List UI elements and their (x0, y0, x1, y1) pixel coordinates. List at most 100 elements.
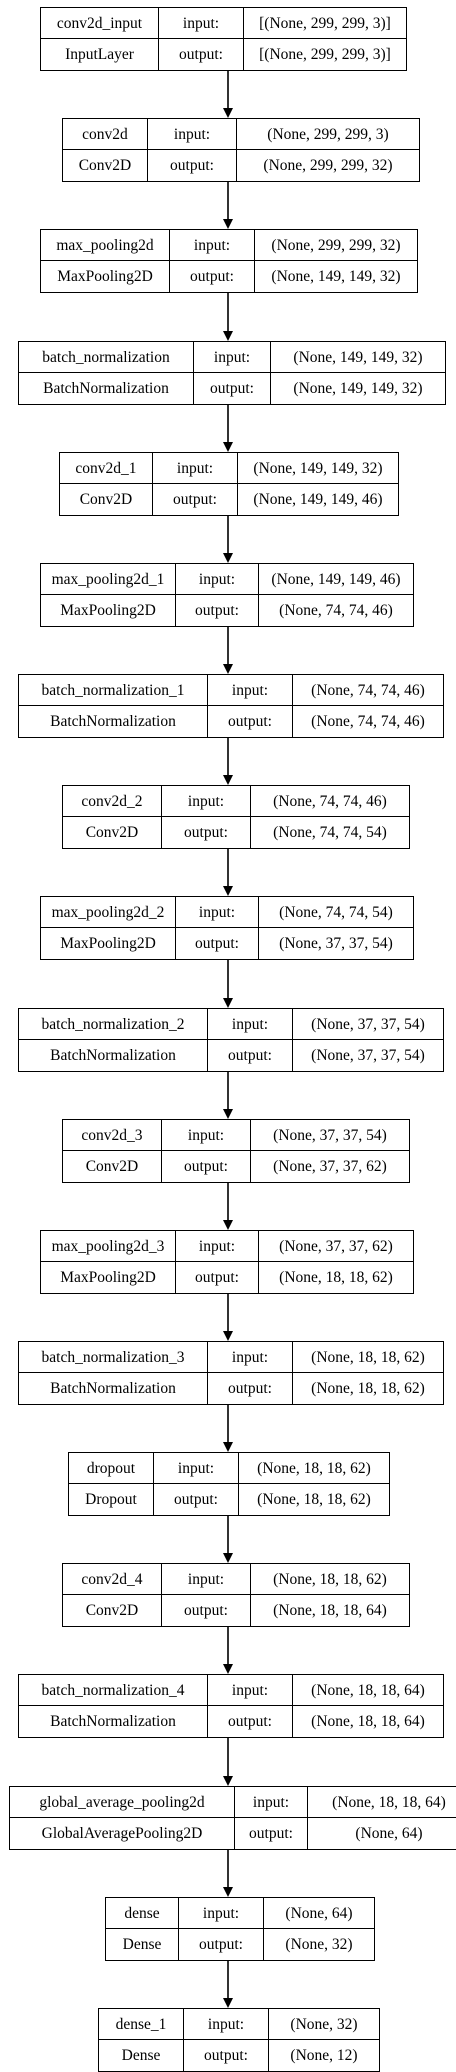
arrowhead (223, 331, 233, 341)
arrowhead (223, 1998, 233, 2008)
cell-val: (None, 299, 299, 32)(None, 149, 149, 32) (255, 230, 417, 292)
input-label: input: (176, 564, 258, 595)
input-label: input: (162, 1120, 250, 1151)
input-label: input: (153, 453, 237, 484)
output-label: output: (174, 1491, 218, 1508)
output-label: output: (228, 1380, 272, 1397)
input-shape: (None, 64) (264, 1898, 374, 1929)
cell-val: (None, 18, 18, 62)(None, 18, 18, 64) (251, 1564, 409, 1626)
cell-val: (None, 18, 18, 64)(None, 64) (308, 1787, 456, 1849)
layer-name: max_pooling2d_2 (41, 897, 175, 928)
layer-name: max_pooling2d_1 (41, 564, 175, 595)
layer-name: max_pooling2d_3 (41, 1231, 175, 1262)
layer-type: Conv2D (78, 157, 132, 174)
input-shape: (None, 18, 18, 62) (251, 1564, 409, 1595)
output-shape: (None, 64) (355, 1825, 423, 1842)
input-label: input: (184, 2009, 268, 2040)
input-label: input: (208, 675, 292, 706)
input-label: input: (176, 1231, 258, 1262)
cell-val: (None, 74, 74, 54)(None, 37, 37, 54) (259, 897, 413, 959)
input-shape: [(None, 299, 299, 3)] (244, 8, 406, 39)
input-shape: (None, 149, 149, 32) (238, 453, 398, 484)
output-shape: (None, 18, 18, 62) (279, 1269, 393, 1286)
cell-lab: input:output: (176, 564, 259, 626)
arrowhead (223, 1776, 233, 1786)
input-label: input: (162, 1564, 250, 1595)
output-shape: (None, 74, 74, 54) (273, 824, 387, 841)
cell-val: (None, 18, 18, 62)(None, 18, 18, 62) (239, 1453, 389, 1515)
output-shape: (None, 37, 37, 62) (273, 1158, 387, 1175)
output-shape: (None, 32) (285, 1936, 353, 1953)
output-label: output: (228, 713, 272, 730)
input-shape: (None, 37, 37, 54) (293, 1009, 443, 1040)
input-shape: (None, 299, 299, 3) (237, 119, 419, 150)
output-label: output: (190, 268, 234, 285)
input-label: input: (235, 1787, 307, 1818)
cell-lab: input:output: (148, 119, 237, 181)
arrowhead (223, 1664, 233, 1674)
input-shape: (None, 149, 149, 46) (259, 564, 413, 595)
input-label: input: (159, 8, 243, 39)
cell-lab: input:output: (194, 342, 271, 404)
layer-name: conv2d_2 (63, 786, 161, 817)
output-label: output: (228, 1713, 272, 1730)
input-shape: (None, 18, 18, 64) (293, 1675, 443, 1706)
input-label: input: (208, 1342, 292, 1373)
layer-name: dense_1 (99, 2009, 183, 2040)
input-shape: (None, 18, 18, 62) (293, 1342, 443, 1373)
output-label: output: (184, 1602, 228, 1619)
cell-lab: input:output: (208, 1009, 293, 1071)
cell-lab: input: output: (208, 675, 293, 737)
input-label: input: (154, 1453, 238, 1484)
layer-name: max_pooling2d (41, 230, 169, 261)
layer-type: BatchNormalization (50, 1047, 176, 1064)
cell-val: (None, 37, 37, 54)(None, 37, 37, 54) (293, 1009, 443, 1071)
layer-name: global_average_pooling2d (10, 1787, 234, 1818)
layer-type: Dense (121, 2047, 161, 2064)
arrowhead (223, 1553, 233, 1563)
input-shape: (None, 37, 37, 62) (259, 1231, 413, 1262)
layer-type: Conv2D (79, 491, 133, 508)
layer-name: batch_normalization_4 (19, 1675, 207, 1706)
input-label: input: (208, 1675, 292, 1706)
input-shape: (None, 74, 74, 46) (251, 786, 409, 817)
input-shape: (None, 74, 74, 54) (259, 897, 413, 928)
cell-val: (None, 32)(None, 12) (269, 2009, 379, 2071)
output-shape: [(None, 299, 299, 3)] (259, 46, 391, 63)
output-label: output: (199, 1936, 243, 1953)
output-label: output: (195, 935, 239, 952)
cell-val: (None, 18, 18, 64) (None, 18, 18, 64) (293, 1675, 443, 1737)
input-label: input: (176, 897, 258, 928)
output-shape: (None, 18, 18, 62) (311, 1380, 425, 1397)
layer-type: Conv2D (85, 1602, 139, 1619)
cell-lab: input: output: (208, 1675, 293, 1737)
cell-lab: input: output: (208, 1342, 293, 1404)
layer-name: batch_normalization (19, 342, 193, 373)
layer-type: BatchNormalization (50, 713, 176, 730)
cell-val: (None, 299, 299, 3)(None, 299, 299, 32) (237, 119, 419, 181)
layer-type: Conv2D (85, 1158, 139, 1175)
layer-type: Dropout (85, 1491, 137, 1508)
layer-type: MaxPooling2D (57, 268, 153, 285)
cell-lab: input:output: (179, 1898, 264, 1960)
output-shape: (None, 18, 18, 64) (311, 1713, 425, 1730)
input-label: input: (194, 342, 270, 373)
